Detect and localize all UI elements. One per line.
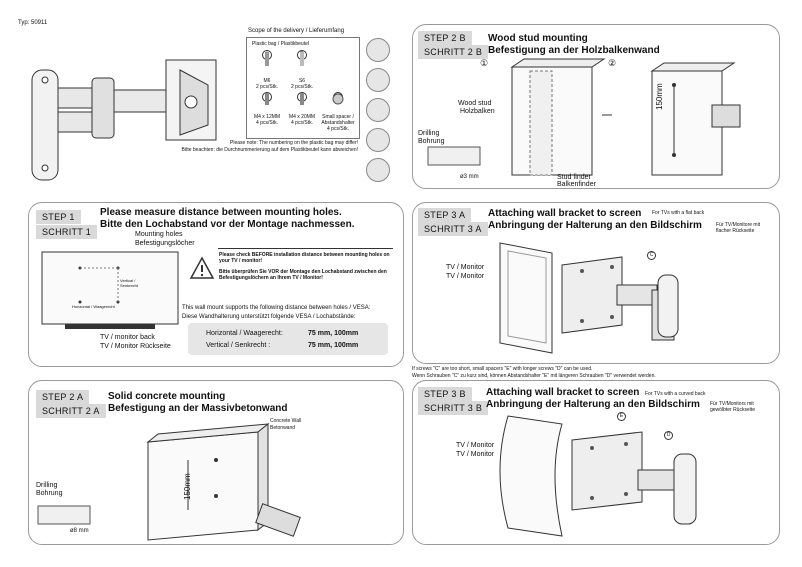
- tools-column: [362, 38, 392, 188]
- vesa-horizontal-val: 75 mm, 100mm: [308, 330, 359, 337]
- step2a-dim: 150mm: [183, 473, 192, 500]
- item-b-qty: 2 pcs/Stk.: [291, 84, 313, 90]
- step3b-title-de: Anbringung der Halterung an den Bildschi…: [486, 399, 700, 410]
- step3a-tag-en: STEP 3 A: [418, 208, 472, 222]
- step2b-drill-size: ø3 mm: [460, 174, 479, 180]
- step1-warning-de: Bitte überprüfen Sie VOR der Montage den…: [219, 269, 387, 281]
- step2b-stud-en: Wood stud: [458, 100, 492, 107]
- step3a-callout-c: C: [647, 251, 656, 260]
- step2a-wall-de: Betonwand: [270, 425, 296, 431]
- step2a-illustration: [28, 420, 402, 543]
- step2b-finder-de: Balkenfinder: [557, 181, 596, 188]
- step1-tag-de: SCHRITT 1: [36, 225, 98, 239]
- step2a-title-en: Solid concrete mounting: [108, 391, 226, 402]
- step1-support-en: This wall mount supports the following d…: [182, 305, 371, 311]
- step3b-tv-de: TV / Monitor: [456, 451, 495, 458]
- step3b-tag-de: SCHRITT 3 B: [418, 401, 489, 415]
- warning-icon: [189, 256, 215, 279]
- vesa-horizontal-key: Horizontal / Waagerecht:: [206, 330, 283, 337]
- step2a-tag-de: SCHRITT 2 A: [36, 404, 106, 418]
- step2b-stud-de: Holzbalken: [460, 108, 495, 115]
- tv-back-illustration: [40, 248, 180, 333]
- delivery-item-b: B S6 2 pcs/Stk.: [287, 50, 317, 90]
- item-e-qty: 4 pcs/Stk.: [327, 126, 349, 132]
- step2b-illustration: [412, 55, 778, 185]
- step3a-flat-en: For TVs with a flat back: [652, 210, 705, 216]
- step2b-drill-de: Bohrung: [418, 138, 445, 145]
- delivery-note-de: Bitte beachten: die Durchnummerierung au…: [181, 147, 359, 153]
- step3a-tag-de: SCHRITT 3 A: [418, 222, 488, 236]
- step2b-drill-en: Drilling: [418, 130, 440, 137]
- product-illustration: [30, 40, 240, 190]
- step2a-drill-de: Bohrung: [36, 490, 63, 497]
- item-d-qty: 4 pcs/Stk.: [291, 120, 313, 126]
- step3a-title-de: Anbringung der Halterung an den Bildschi…: [488, 220, 702, 231]
- vesa-box: [188, 323, 388, 355]
- step2b-num2: ②: [608, 58, 617, 68]
- step1-holes-de: Befestigungslöcher: [135, 240, 195, 247]
- wrench-icon: [366, 38, 390, 62]
- step3b-callout-e: E: [617, 412, 626, 421]
- delivery-box: [246, 37, 360, 139]
- step2a-tag-en: STEP 2 A: [36, 390, 90, 404]
- step1-warning-en: Please check BEFORE installation distanc…: [219, 252, 390, 264]
- step3b-curved-de: Für TV/Monitors mit gewölbter Rückseite: [710, 401, 756, 413]
- step3b-tag-en: STEP 3 B: [418, 387, 472, 401]
- item-d-name: M4 x 20MM: [288, 114, 316, 120]
- step3b-title-en: Attaching wall bracket to screen: [486, 387, 640, 398]
- step3b-illustration: [412, 410, 778, 541]
- step2b-num1: ①: [480, 58, 489, 68]
- item-b-name: S6: [298, 78, 306, 84]
- step2b-dim: 150mm: [655, 83, 664, 110]
- step3a-tv-de: TV / Monitor: [446, 273, 485, 280]
- step1-tv-back-de: TV / Monitor Rückseite: [100, 343, 171, 350]
- screwdriver-icon: [366, 68, 390, 92]
- step1-vertical-label: Vertical / Senkrecht: [120, 278, 139, 288]
- item-e-name: Small spacer / Abstandshalter: [321, 114, 355, 126]
- drill-icon: [366, 98, 390, 122]
- step1-title-en: Please measure distance between mounting…: [100, 207, 342, 218]
- step3b-tv-en: TV / Monitor: [456, 442, 495, 449]
- step2a-drill-size: ø8 mm: [70, 528, 89, 534]
- step2a-drill-en: Drilling: [36, 482, 58, 489]
- vesa-vertical-val: 75 mm, 100mm: [308, 342, 359, 349]
- step1-title-de: Bitte den Lochabstand vor der Montage na…: [100, 219, 355, 230]
- step1-tv-back-en: TV / monitor back: [100, 334, 155, 341]
- step1-holes-en: Mounting holes: [135, 231, 183, 238]
- step1-warning-rule: [218, 248, 393, 249]
- step2b-finder-en: Stud finder: [557, 174, 591, 181]
- step1-support-de: Diese Wandhalterung unterstützt folgende…: [182, 314, 356, 320]
- delivery-note-en: Please note: The numbering on the plasti…: [230, 140, 358, 146]
- stud-finder-icon: [366, 128, 390, 152]
- step2b-tag-de: SCHRITT 2 B: [418, 45, 489, 59]
- step2b-title-de: Befestigung an der Holzbalkenwand: [488, 45, 660, 56]
- vesa-vertical-key: Vertical / Senkrecht :: [206, 342, 271, 349]
- step2a-title-de: Befestigung an der Massivbetonwand: [108, 403, 288, 414]
- item-c-name: M4 x 12MM: [253, 114, 281, 120]
- step3a-note-en: If screws "C" are too short, small space…: [412, 366, 593, 372]
- step3a-flat-de: Für TV/Monitore mit flacher Rückseite: [716, 222, 761, 234]
- step2b-title-en: Wood stud mounting: [488, 33, 588, 44]
- step1-tag-en: STEP 1: [36, 210, 81, 224]
- delivery-item-a: A M6 2 pcs/Stk.: [252, 50, 282, 90]
- item-c-qty: 4 pcs/Stk.: [256, 120, 278, 126]
- step3a-tv-en: TV / Monitor: [446, 264, 485, 271]
- type-label: Typ: 50911: [18, 20, 48, 26]
- step3a-illustration: [412, 235, 778, 360]
- delivery-title: Scope of the delivery / Lieferumfang: [248, 28, 345, 34]
- step3b-curved-en: For TVs with a curved back: [645, 391, 706, 397]
- step1-horizontal-label: Horizontal / Waagerecht: [72, 304, 115, 309]
- persons-icon: [366, 158, 390, 182]
- step3a-note-de: Wenn Schrauben "C" zu kurz sind, können …: [412, 373, 656, 379]
- step3a-title-en: Attaching wall bracket to screen: [488, 208, 642, 219]
- delivery-item-d: D M4 x 20MM 4 pcs/Stk.: [287, 92, 317, 126]
- delivery-item-e: E Small spacer / Abstandshalter 4 pcs/St…: [321, 92, 355, 132]
- bag-label: Plastic bag / Plastikbeutel: [252, 41, 309, 47]
- step2b-tag-en: STEP 2 B: [418, 31, 472, 45]
- item-a-name: M6: [263, 78, 271, 84]
- step2a-wall-en: Concrete Wall: [270, 418, 302, 424]
- step3b-callout-d: D: [664, 431, 673, 440]
- item-a-qty: 2 pcs/Stk.: [256, 84, 278, 90]
- delivery-item-c: C M4 x 12MM 4 pcs/Stk.: [252, 92, 282, 126]
